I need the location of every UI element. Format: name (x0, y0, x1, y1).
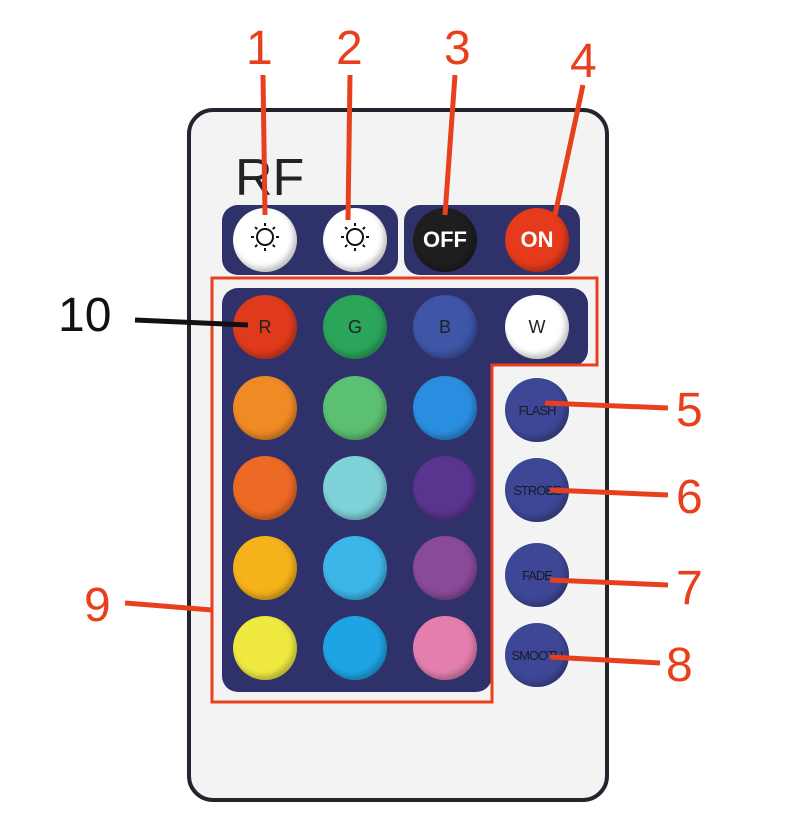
fade-button[interactable]: FADE (505, 543, 569, 607)
color-button[interactable] (233, 376, 297, 440)
flash-button[interactable]: FLASH (505, 378, 569, 442)
callout-3: 3 (444, 22, 471, 75)
brightness-up-icon (245, 217, 285, 263)
off-button[interactable]: OFF (413, 208, 477, 272)
callout-line-6 (549, 487, 669, 498)
callout-10: 10 (58, 289, 112, 342)
color-button[interactable] (413, 536, 477, 600)
callout-line-10 (134, 317, 249, 328)
callout-line-1 (260, 74, 268, 216)
fade-button-label: FADE (522, 567, 553, 583)
callout-line-4 (552, 84, 586, 216)
brand-label: RF (235, 149, 305, 207)
on-button[interactable]: ON (505, 208, 569, 272)
brightness-down-icon (335, 217, 375, 263)
color-button[interactable] (323, 376, 387, 440)
callout-line-5 (544, 400, 669, 411)
callout-9: 9 (84, 579, 111, 632)
color-button[interactable] (323, 456, 387, 520)
callout-2: 2 (336, 22, 363, 75)
color-button-r-label: R (258, 316, 272, 337)
color-button[interactable] (323, 616, 387, 680)
color-button-g-label: G (347, 316, 362, 337)
color-button[interactable] (233, 616, 297, 680)
color-button[interactable] (413, 376, 477, 440)
color-button[interactable] (233, 536, 297, 600)
color-button[interactable] (413, 456, 477, 520)
callout-4: 4 (570, 35, 597, 88)
color-button-w[interactable]: W (505, 295, 569, 359)
callout-line-3 (442, 74, 458, 216)
color-button[interactable] (413, 616, 477, 680)
on-button-label: ON (520, 227, 554, 252)
callout-line-7 (549, 577, 669, 588)
strobe-button-label: STROBE (513, 482, 561, 498)
brightness-up-button[interactable] (233, 208, 297, 272)
brightness-down-button[interactable] (323, 208, 387, 272)
callout-7: 7 (676, 562, 703, 615)
color-button[interactable] (233, 456, 297, 520)
callout-line-8 (549, 654, 661, 666)
color-button-g[interactable]: G (323, 295, 387, 359)
callout-1: 1 (246, 22, 273, 75)
callout-line-9 (124, 600, 213, 613)
off-button-label: OFF (423, 227, 467, 252)
callout-line-2 (345, 74, 353, 221)
color-button-w-label: W (528, 316, 546, 337)
callout-5: 5 (676, 384, 703, 437)
flash-button-label: FLASH (518, 402, 557, 418)
callout-8: 8 (666, 639, 693, 692)
color-button-b-label: B (438, 316, 451, 337)
color-button-b[interactable]: B (413, 295, 477, 359)
strobe-button[interactable]: STROBE (505, 458, 569, 522)
color-button[interactable] (323, 536, 387, 600)
color-group-frame (210, 276, 599, 704)
callout-6: 6 (676, 471, 703, 524)
